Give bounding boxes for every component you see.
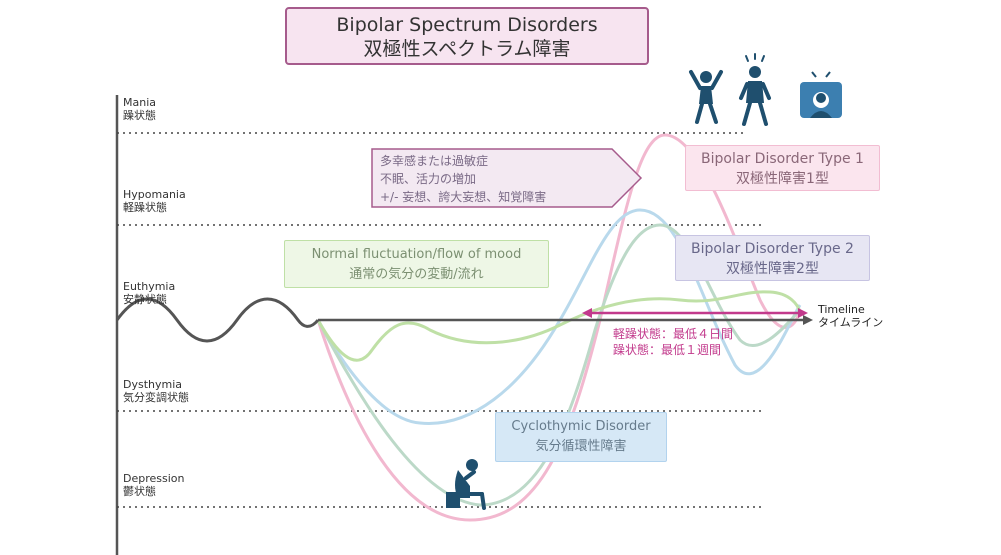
level-label-mania: Mania 躁状態 — [123, 96, 156, 122]
bipolar-type2-curve — [316, 208, 802, 425]
stressed-person-icon — [800, 71, 842, 118]
box-ja: 通常の気分の変動/流れ — [349, 267, 484, 282]
timeline-ja: タイムライン — [818, 316, 884, 329]
level-ja: 軽躁状態 — [123, 201, 167, 214]
level-en: Mania — [123, 96, 156, 109]
timeline-arrowhead — [803, 315, 813, 325]
timeline-en: Timeline — [818, 303, 865, 316]
cyclothymic-curve — [316, 223, 802, 507]
level-label-depression: Depression 鬱状態 — [123, 472, 185, 498]
level-en: Hypomania — [123, 188, 186, 201]
depressed-person-icon — [446, 459, 486, 510]
level-en: Dysthymia — [123, 378, 183, 391]
box-ja: 双極性障害2型 — [726, 261, 819, 277]
timeline-label: Timeline タイムライン — [818, 303, 883, 329]
excited-person-icon — [739, 53, 771, 126]
level-ja: 気分変調状態 — [123, 391, 189, 404]
duration-line: 軽躁状態：最低４日間 — [613, 327, 734, 341]
level-ja: 躁状態 — [123, 109, 156, 122]
box-ja: 気分循環性障害 — [535, 439, 627, 454]
level-en: Euthymia — [123, 280, 176, 293]
duration-text: 軽躁状態：最低４日間 躁状態：最低１週間 — [613, 326, 733, 358]
bipolar-type2-box: Bipolar Disorder Type 2 双極性障害2型 — [675, 235, 870, 281]
symptom-line: 多幸感または過敏症 — [380, 154, 489, 168]
bipolar-type1-box: Bipolar Disorder Type 1 双極性障害1型 — [685, 145, 880, 191]
level-ja: 安静状態 — [123, 293, 167, 306]
symptom-line: 不眠、活力の増加 — [380, 172, 477, 186]
duration-arrowhead-left — [582, 308, 592, 318]
level-en: Depression — [123, 472, 185, 485]
box-en: Bipolar Disorder Type 1 — [701, 151, 864, 167]
title-english: Bipolar Spectrum Disorders — [336, 14, 598, 36]
level-ja: 鬱状態 — [123, 485, 156, 498]
cyclothymic-box: Cyclothymic Disorder 気分循環性障害 — [495, 412, 667, 462]
level-label-euthymia: Euthymia 安静状態 — [123, 280, 175, 306]
level-label-hypomania: Hypomania 軽躁状態 — [123, 188, 186, 214]
jumping-person-icon — [689, 70, 723, 124]
symptom-line: +/- 妄想、誇大妄想、知覚障害 — [380, 190, 547, 204]
duration-arrowhead-right — [798, 308, 808, 318]
box-en: Normal fluctuation/flow of mood — [311, 247, 522, 262]
symptoms-text: 多幸感または過敏症 不眠、活力の増加 +/- 妄想、誇大妄想、知覚障害 — [380, 152, 546, 206]
symptoms-arrow-box — [371, 148, 643, 208]
box-en: Bipolar Disorder Type 2 — [691, 241, 854, 257]
bipolar-type1-curve — [316, 133, 802, 522]
normal-fluctuation-box: Normal fluctuation/flow of mood 通常の気分の変動… — [284, 240, 549, 288]
title-japanese: 双極性スペクトラム障害 — [363, 38, 571, 60]
baseline-wave — [115, 297, 320, 343]
box-en: Cyclothymic Disorder — [511, 419, 651, 434]
normal-fluctuation-curve — [316, 290, 802, 362]
level-label-dysthymia: Dysthymia 気分変調状態 — [123, 378, 189, 404]
title-box: Bipolar Spectrum Disorders 双極性スペクトラム障害 — [285, 7, 649, 65]
box-ja: 双極性障害1型 — [736, 171, 829, 187]
duration-line: 躁状態：最低１週間 — [613, 343, 722, 357]
